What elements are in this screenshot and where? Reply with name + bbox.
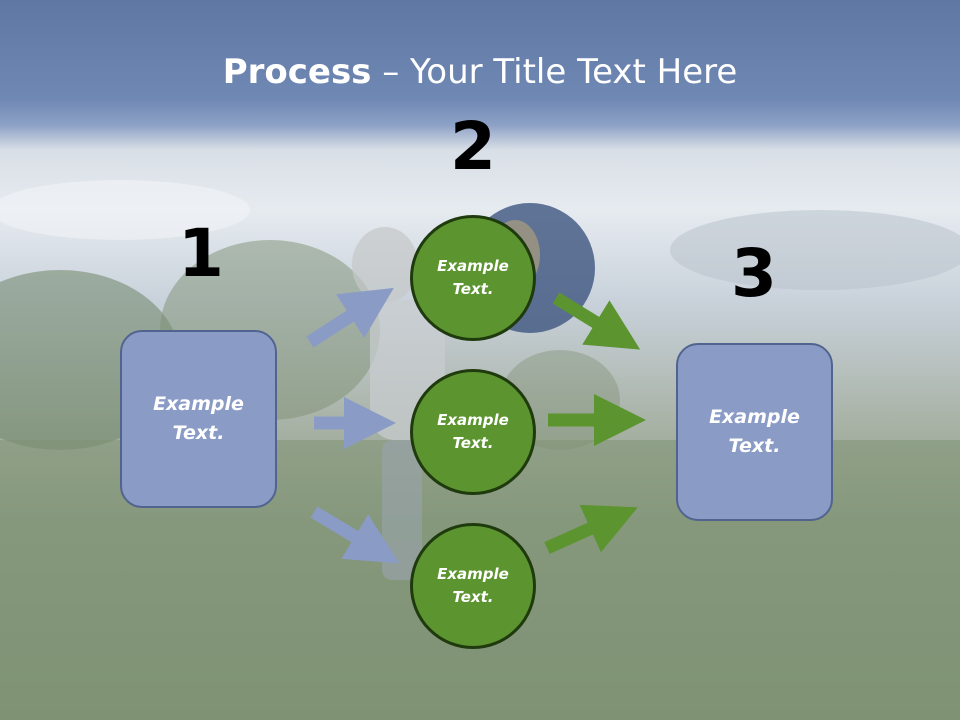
left-box-line1: Example: [153, 393, 244, 415]
title-bold: Process: [222, 52, 372, 92]
left-box: Example Text.: [120, 330, 277, 508]
step-number-1: 1: [178, 215, 224, 292]
circle-2: Example Text.: [410, 369, 536, 495]
circle-3-line1: Example: [437, 565, 509, 583]
arrow-from-circle-3: [544, 504, 638, 554]
circle-1-line1: Example: [437, 257, 509, 275]
circle-2-line1: Example: [437, 411, 509, 429]
right-box-line2: Text.: [728, 435, 781, 457]
arrow-from-circle-1: [552, 292, 641, 350]
left-box-line2: Text.: [172, 422, 225, 444]
circle-3-line2: Text.: [452, 588, 494, 606]
step-number-3: 3: [731, 235, 777, 312]
step-number-2: 2: [450, 108, 496, 185]
page-title: Process – Your Title Text Here: [0, 52, 960, 92]
circle-1-line2: Text.: [452, 280, 494, 298]
right-box: Example Text.: [676, 343, 833, 521]
arrow-to-circle-3: [310, 506, 400, 564]
right-box-line1: Example: [709, 406, 800, 428]
circle-3: Example Text.: [410, 523, 536, 649]
title-rest: – Your Title Text Here: [371, 52, 738, 92]
circle-1: Example Text.: [410, 215, 536, 341]
arrow-to-circle-1: [306, 287, 394, 348]
circle-2-line2: Text.: [452, 434, 494, 452]
